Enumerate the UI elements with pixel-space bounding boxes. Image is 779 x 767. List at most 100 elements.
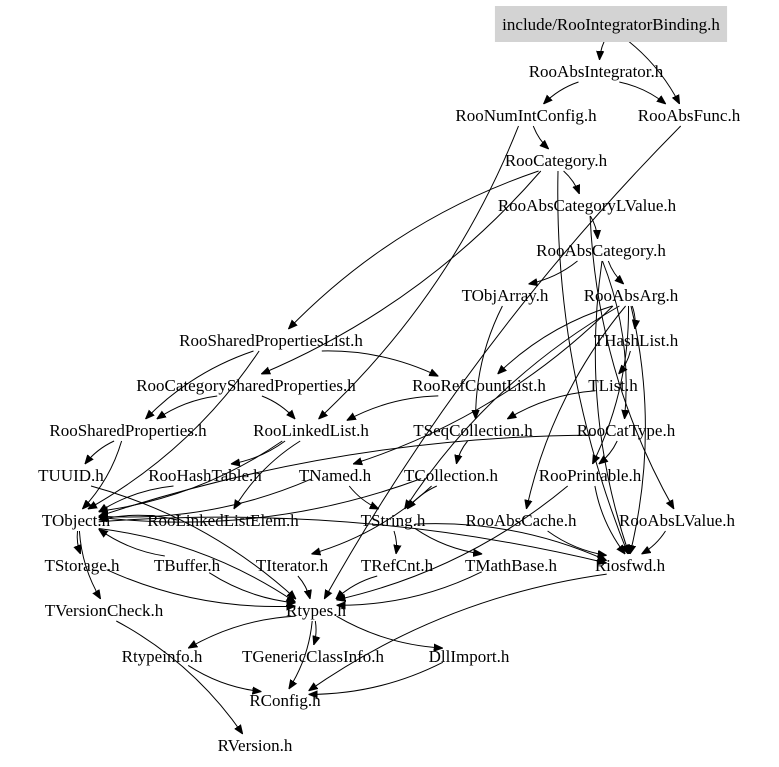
node-label: RooLinkedListElem.h <box>147 511 299 530</box>
edge-rtypes-to-rtypeinfo <box>188 615 296 648</box>
graph-node-abscache[interactable]: RooAbsCache.h <box>466 511 577 530</box>
graph-node-tbuffer[interactable]: TBuffer.h <box>154 556 221 575</box>
edge-tobject-to-rtypes <box>98 528 296 603</box>
node-label: RooAbsCache.h <box>466 511 577 530</box>
edge-rtypes-to-tgenericclassinfo <box>314 620 316 645</box>
graph-node-abscatlv[interactable]: RooAbsCategoryLValue.h <box>498 196 677 215</box>
edge-absarg-to-riosfwd <box>630 305 646 554</box>
node-label: TStorage.h <box>44 556 120 575</box>
edge-absarg-to-thashlist <box>631 305 635 329</box>
edge-cattype-to-tobject <box>99 434 595 516</box>
graph-node-numint[interactable]: RooNumIntConfig.h <box>455 106 597 125</box>
graph-node-trefcnt[interactable]: TRefCnt.h <box>361 556 434 575</box>
graph-node-tstorage[interactable]: TStorage.h <box>44 556 120 575</box>
graph-node-tstring[interactable]: TString.h <box>361 511 426 530</box>
graph-node-thashlist[interactable]: THashList.h <box>594 331 679 350</box>
edge-printable-to-riosfwd <box>594 485 625 554</box>
dependency-edges <box>77 34 682 734</box>
node-label: RooAbsCategoryLValue.h <box>498 196 677 215</box>
graph-node-absfunc[interactable]: RooAbsFunc.h <box>638 106 741 125</box>
graph-node-tgenericclassinfo[interactable]: TGenericClassInfo.h <box>242 647 385 666</box>
edge-tseqcoll-to-tcollection <box>456 440 468 464</box>
graph-node-tobject[interactable]: TObject.h <box>42 511 111 530</box>
graph-node-rversion[interactable]: RVersion.h <box>218 736 293 755</box>
node-label: RooHashTable.h <box>148 466 262 485</box>
graph-node-riosfwd[interactable]: Riosfwd.h <box>595 556 666 575</box>
edge-sharedproplist-to-sharedprop <box>146 350 254 419</box>
edge-thashlist-to-tlist <box>619 350 631 374</box>
edge-tcollection-to-titerator <box>311 485 432 554</box>
node-label: RConfig.h <box>249 691 321 710</box>
edge-trefcnt-to-rtypes <box>336 575 378 599</box>
graph-node-tversioncheck[interactable]: TVersionCheck.h <box>45 601 164 620</box>
graph-node-abslvalue[interactable]: RooAbsLValue.h <box>619 511 736 530</box>
graph-node-tmathbase[interactable]: TMathBase.h <box>465 556 558 575</box>
node-label: RooCatType.h <box>577 421 676 440</box>
graph-node-tcollection[interactable]: TCollection.h <box>404 466 498 485</box>
node-label: RooAbsLValue.h <box>619 511 736 530</box>
edge-rtypes-to-dllimport <box>336 615 443 648</box>
graph-node-sharedprop[interactable]: RooSharedProperties.h <box>49 421 207 440</box>
graph-node-tseqcoll[interactable]: TSeqCollection.h <box>413 421 533 440</box>
graph-node-absint[interactable]: RooAbsIntegrator.h <box>529 62 664 81</box>
edge-tnamed-to-tobject <box>99 478 312 517</box>
graph-node-dllimport[interactable]: DllImport.h <box>429 647 510 666</box>
graph-node-include[interactable]: include/RooIntegratorBinding.h <box>494 6 728 42</box>
graph-node-tnamed[interactable]: TNamed.h <box>299 466 372 485</box>
node-label: RooRefCountList.h <box>412 376 546 395</box>
graph-node-linkedlistelem[interactable]: RooLinkedListElem.h <box>147 511 299 530</box>
node-label: TObject.h <box>42 511 111 530</box>
edge-sharedproplist-to-refcountlist <box>321 350 439 376</box>
graph-node-category[interactable]: RooCategory.h <box>505 151 608 170</box>
edge-titerator-to-rtypes <box>297 575 310 599</box>
graph-node-refcountlist[interactable]: RooRefCountList.h <box>412 376 546 395</box>
graph-node-rtypes[interactable]: Rtypes.h <box>286 601 346 620</box>
edge-catsharedprop-to-linkedlist <box>261 395 295 419</box>
node-label: TBuffer.h <box>154 556 221 575</box>
graph-node-tuuid[interactable]: TUUID.h <box>38 466 104 485</box>
node-label: TUUID.h <box>38 466 104 485</box>
graph-node-printable[interactable]: RooPrintable.h <box>539 466 642 485</box>
node-label: RooSharedPropertiesList.h <box>179 331 363 350</box>
edge-category-to-catsharedprop <box>261 170 542 374</box>
graph-node-absarg[interactable]: RooAbsArg.h <box>584 286 679 305</box>
node-label: RooCategorySharedProperties.h <box>136 376 356 395</box>
graph-node-sharedproplist[interactable]: RooSharedPropertiesList.h <box>179 331 363 350</box>
edge-sharedproplist-to-tobject <box>88 350 260 509</box>
node-label: RooAbsArg.h <box>584 286 679 305</box>
edge-absarg-to-refcountlist <box>498 305 613 374</box>
edge-tnamed-to-tstring <box>348 485 379 509</box>
graph-node-tobjarray[interactable]: TObjArray.h <box>462 286 549 305</box>
graph-node-titerator[interactable]: TIterator.h <box>256 556 329 575</box>
node-label: RooSharedProperties.h <box>49 421 207 440</box>
graph-node-rtypeinfo[interactable]: Rtypeinfo.h <box>122 647 203 666</box>
node-label: RooAbsCategory.h <box>536 241 666 260</box>
edge-abscat-to-absarg <box>607 260 623 284</box>
edge-absint-to-numint <box>544 81 579 104</box>
edge-absarg-to-abscache <box>526 305 626 509</box>
edge-numint-to-linkedlist <box>319 125 519 419</box>
edge-tbuffer-to-rtypes <box>208 572 295 603</box>
graph-node-hashtable[interactable]: RooHashTable.h <box>148 466 262 485</box>
graph-node-catsharedprop[interactable]: RooCategorySharedProperties.h <box>136 376 356 395</box>
edge-catsharedprop-to-sharedprop <box>157 395 218 419</box>
edge-rtypeinfo-to-rconfig <box>187 664 261 691</box>
node-label: RooAbsFunc.h <box>638 106 741 125</box>
edge-refcountlist-to-linkedlist <box>347 395 439 421</box>
graph-node-linkedlist[interactable]: RooLinkedList.h <box>253 421 369 440</box>
graph-node-abscat[interactable]: RooAbsCategory.h <box>536 241 666 260</box>
node-label: RooAbsIntegrator.h <box>529 62 664 81</box>
node-label: RVersion.h <box>218 736 293 755</box>
edge-hashtable-to-tobject <box>99 485 174 512</box>
graph-node-tlist[interactable]: TList.h <box>588 376 638 395</box>
edge-tstring-to-trefcnt <box>394 530 397 554</box>
edge-dllimport-to-rconfig <box>309 661 444 694</box>
node-label: TSeqCollection.h <box>413 421 533 440</box>
node-label: TList.h <box>588 376 638 395</box>
graph-node-rconfig[interactable]: RConfig.h <box>249 691 321 710</box>
graph-node-cattype[interactable]: RooCatType.h <box>577 421 676 440</box>
node-label: include/RooIntegratorBinding.h <box>502 15 720 34</box>
edge-tcollection-to-tstring <box>407 485 438 509</box>
edge-abscat-to-cattype <box>602 260 627 419</box>
